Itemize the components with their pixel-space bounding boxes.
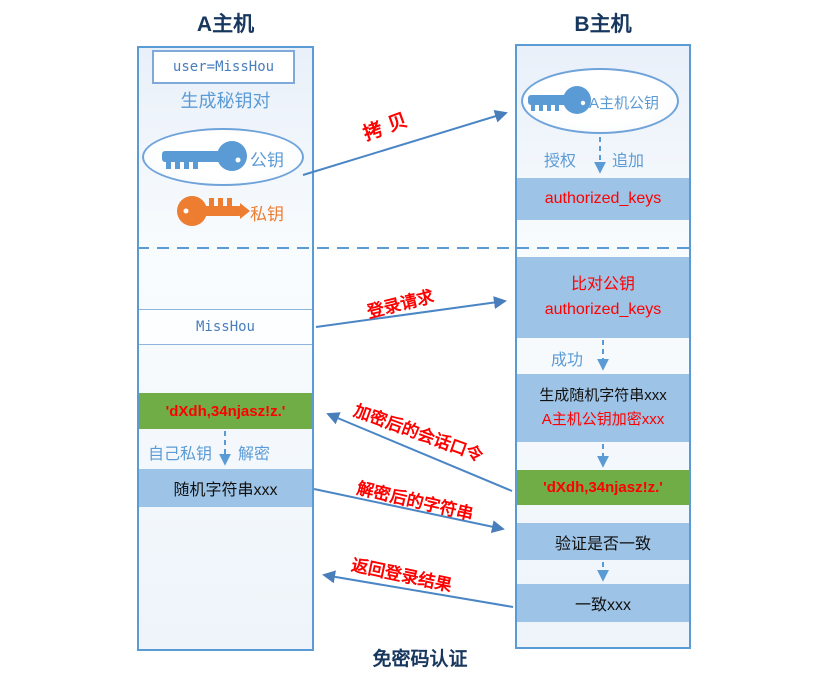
keygen-label: 生成秘钥对 [180,91,271,111]
host-a-pubkey-label: A主机公钥 [589,95,660,112]
encrypted-session-arrow-label: 加密后的会话口令 [351,401,486,466]
login-request-arrow-label: 登录请求 [365,286,436,322]
verify-bar: 验证是否一致 [517,523,689,560]
decrypted-string-arrow-label: 解密后的字符串 [354,478,476,525]
compare-pubkey-bar: 比对公钥 authorized_keys [517,257,689,338]
compare-pubkey-line2: authorized_keys [544,300,662,318]
authorize-label: 授权 [544,153,577,170]
host-b-session-string-bar: 'dXdh,34njasz!z.' [517,470,689,505]
host-a-user-box: user=MissHou [152,50,295,84]
authorized-keys-bar: authorized_keys [517,178,689,220]
host-a-session-string-bar: 'dXdh,34njasz!z.' [139,393,312,429]
decrypt-label: 解密 [238,446,271,463]
generate-random-bar: 生成随机字符串xxx A主机公钥加密xxx [517,374,689,442]
success-label: 成功 [551,352,584,369]
copy-arrow-label: 拷贝 [360,107,417,146]
host-b-title: B主机 [574,13,632,36]
generate-random-line1: 生成随机字符串xxx [539,387,667,404]
private-key-label: 私钥 [250,205,284,224]
host-a-title: A主机 [196,13,255,36]
own-private-key-label: 自己私钥 [148,446,213,463]
return-result-arrow-label: 返回登录结果 [349,555,454,596]
compare-pubkey-line1: 比对公钥 [570,275,635,293]
generate-random-line2: A主机公钥加密xxx [541,411,665,428]
host-a-login-user-row: MissHou [139,309,312,345]
host-a-random-string-bar: 随机字符串xxx [139,469,312,507]
match-result-bar: 一致xxx [517,584,689,622]
append-label: 追加 [612,153,645,170]
public-key-label: 公钥 [250,151,284,170]
diagram-caption: 免密码认证 [372,649,468,670]
